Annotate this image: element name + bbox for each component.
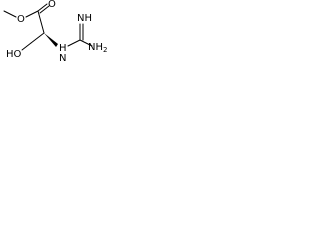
ester-oxygen-label: O (17, 14, 25, 25)
amine-hydrogen-label: H (59, 43, 67, 54)
alpha-carbon-to-beta-carbon-bond (30, 32, 45, 44)
methyl-to-ester-oxygen-bond (3, 10, 17, 18)
imine-group-label: NH (77, 13, 92, 24)
carbonyl-oxygen-label: O (48, 0, 56, 10)
chemical-structure-diagram: O O HO H N NH NH 2 (3, 0, 107, 64)
amino-subscript-label: 2 (103, 46, 107, 54)
amine-nitrogen-label: N (59, 53, 66, 64)
hydroxyl-group-label: HO (6, 49, 22, 60)
stereo-wedge-bond (44, 33, 58, 47)
amino-group-label: NH (88, 42, 103, 53)
beta-carbon-to-hydroxyl-bond (21, 42, 32, 51)
guanidine-carbon-to-amino-bond (79, 39, 93, 47)
carbonyl-double-bond-lower (39, 5, 50, 14)
carbonyl-double-bond-upper (37, 3, 48, 12)
ester-oxygen-to-carbonyl-carbon-bond (25, 10, 39, 18)
carbonyl-carbon-to-alpha-carbon-bond (37, 10, 45, 34)
nh-to-guanidine-carbon-bond (67, 39, 81, 47)
